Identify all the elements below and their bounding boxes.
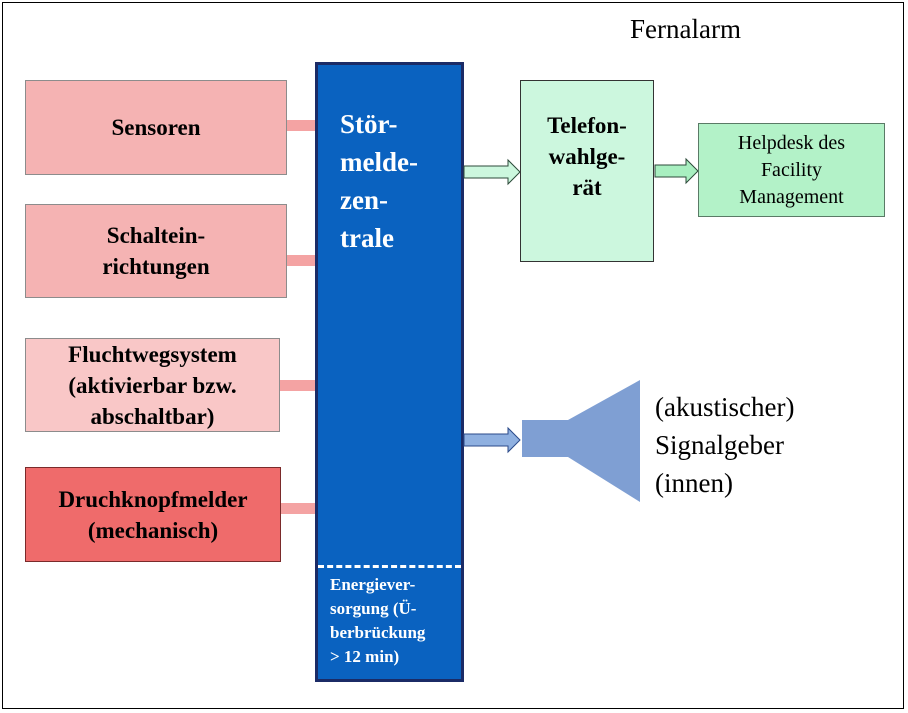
speaker-horn [568,380,640,502]
power-divider [318,565,461,568]
input-fluchtwegsystem: Fluchtwegsystem (aktivierbar bzw. abscha… [25,338,280,432]
connector-sensoren [287,120,316,131]
signal-label: (akustischer) Signalgeber (innen) [655,392,795,498]
input-sensoren: Sensoren [25,80,287,175]
power-supply-label: Energiever- sorgung (Ü- berbrückung > 12… [330,575,426,666]
input-druckknopfmelder: Druchknopfmelder (mechanisch) [25,467,281,562]
connector-druckknopfmelder [281,503,316,514]
arrow-to-dialer [463,158,521,186]
diagram-title: Fernalarm [630,14,741,44]
arrow-to-helpdesk [654,157,699,185]
connector-fluchtwegsystem [280,380,316,391]
input-schalteinrichtungen: Schaltein- richtungen [25,204,287,298]
central-label: Stör- melde- zen- trale [340,109,418,253]
telephone-dialer: Telefon- wahlge- rät [520,80,654,262]
central-alarm-unit: Stör- melde- zen- trale Energiever- sorg… [315,62,464,682]
arrow-to-signal [463,426,521,454]
helpdesk-facility-management: Helpdesk des Facility Management [698,123,885,217]
connector-schalteinrichtungen [287,255,316,266]
speaker-body [522,420,568,457]
